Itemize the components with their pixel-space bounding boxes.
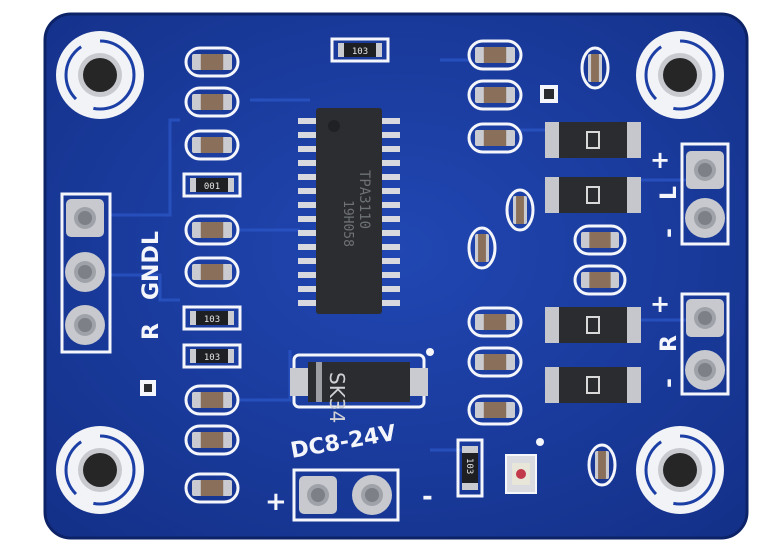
chip-pin [380, 216, 400, 222]
smd-capacitor [184, 214, 240, 246]
smd-capacitor [467, 394, 523, 426]
right-out-plus: + [650, 290, 670, 318]
smd-capacitor [573, 264, 627, 296]
smd-capacitor [184, 129, 240, 161]
resistor-marking: 103 [464, 458, 474, 474]
chip-pin [380, 202, 400, 208]
mounting-hole [56, 31, 144, 119]
mounting-hole [56, 426, 144, 514]
amplifier-chip: TPA3110 19H058 [298, 108, 400, 314]
input-label-gnd: GND [139, 245, 164, 300]
smd-resistor: 103 [182, 305, 242, 331]
smd-capacitor [184, 384, 240, 416]
resistor-marking: 103 [204, 315, 220, 325]
chip-pin [380, 146, 400, 152]
smd-capacitor [587, 443, 617, 487]
chip-pin [298, 300, 318, 306]
smd-capacitor [184, 86, 240, 118]
left-out-plus: + [650, 146, 670, 174]
input-label-l: L [139, 231, 164, 245]
mounting-hole [636, 31, 724, 119]
chip-marking: TPA3110 [356, 170, 372, 229]
right-speaker-header [680, 292, 730, 396]
right-out-label: R [657, 335, 682, 352]
smd-inductor [545, 122, 641, 158]
smd-capacitor [467, 346, 523, 378]
chip-pin [298, 216, 318, 222]
resistor-marking: 001 [204, 182, 220, 192]
smd-capacitor [184, 46, 240, 78]
schottky-diode: SK34 [290, 353, 428, 423]
chip-pin [298, 244, 318, 250]
resistor-marking: 103 [352, 47, 368, 57]
smd-inductor [545, 367, 641, 403]
chip-pin [380, 272, 400, 278]
right-out-minus: - [654, 378, 682, 388]
audio-input-header [60, 192, 112, 354]
chip-pin [298, 174, 318, 180]
chip-pin [298, 272, 318, 278]
mounting-hole [636, 426, 724, 514]
chip-pin [298, 160, 318, 166]
resistor-marking: 103 [204, 353, 220, 363]
chip-pin [298, 202, 318, 208]
chip-pin [380, 188, 400, 194]
smd-capacitor [467, 79, 523, 111]
chip-batch: 19H058 [340, 200, 355, 247]
smd-capacitor [467, 39, 523, 71]
input-label-r: R [139, 323, 164, 340]
smd-capacitor [184, 472, 240, 504]
smd-capacitor [573, 224, 627, 256]
chip-pin [380, 300, 400, 306]
chip-pin [298, 118, 318, 124]
smd-resistor: 103 [330, 37, 390, 63]
chip-pin [298, 188, 318, 194]
smd-capacitor [580, 46, 610, 90]
chip-pin [380, 230, 400, 236]
power-header [292, 468, 400, 522]
smd-capacitor [184, 424, 240, 456]
chip-pin [298, 286, 318, 292]
left-out-label: L [657, 186, 682, 200]
smd-resistor: 103 [182, 343, 242, 369]
smd-capacitor [467, 122, 523, 154]
smd-inductor [545, 177, 641, 213]
left-out-minus: - [654, 228, 682, 238]
power-minus-label: - [422, 482, 433, 512]
left-speaker-header [680, 142, 730, 246]
chip-pin [380, 132, 400, 138]
chip-pin [380, 118, 400, 124]
chip-pin [298, 230, 318, 236]
chip-pin [380, 174, 400, 180]
smd-capacitor [505, 188, 535, 232]
power-plus-label: + [265, 487, 287, 517]
smd-inductor [545, 307, 641, 343]
smd-resistor: 103 [456, 438, 484, 498]
diode-marking: SK34 [325, 372, 349, 423]
chip-pin [298, 132, 318, 138]
smd-resistor: 001 [182, 172, 242, 198]
chip-pin [380, 286, 400, 292]
chip-pin [380, 258, 400, 264]
smd-capacitor [467, 226, 497, 270]
chip-pin [298, 146, 318, 152]
power-led [505, 454, 537, 494]
chip-pin [380, 244, 400, 250]
chip-pin [380, 160, 400, 166]
smd-capacitor [184, 256, 240, 288]
chip-pin [298, 258, 318, 264]
smd-capacitor [467, 306, 523, 338]
